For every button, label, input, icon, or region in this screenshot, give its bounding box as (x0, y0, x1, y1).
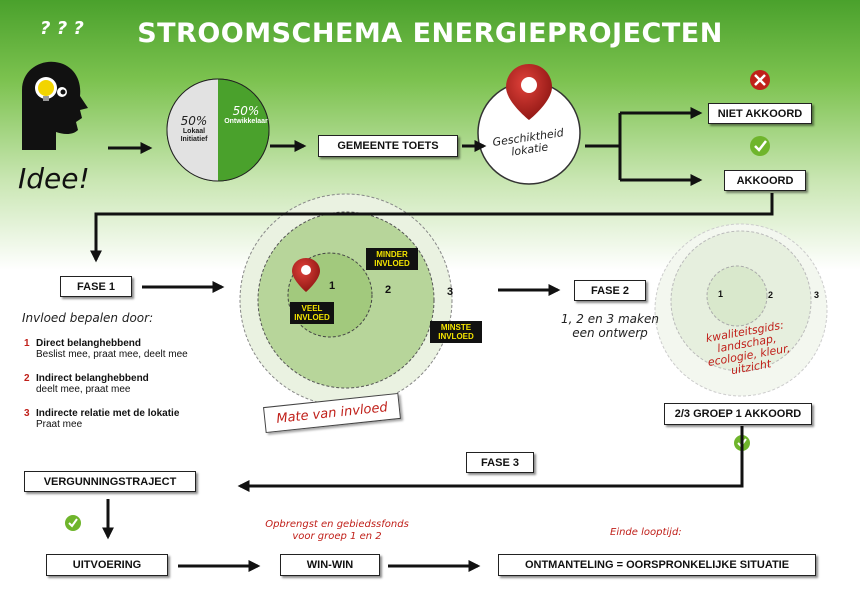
ring2-3-number: 3 (814, 290, 820, 300)
quality-circles (654, 223, 828, 397)
fase1-box: FASE 1 (60, 276, 132, 297)
pie-chart (166, 78, 270, 182)
location-circle (477, 64, 581, 185)
gemeente-toets-box: GEMEENTE TOETS (318, 135, 458, 157)
akkoord-box: AKKOORD (724, 170, 806, 191)
einde-looptijd-note: Einde looptijd: (610, 527, 682, 538)
ontmanteling-box: ONTMANTELING = OORSPRONKELIJKE SITUATIE (498, 554, 816, 576)
niet-akkoord-box: NIET AKKOORD (708, 103, 812, 124)
thinking-head-icon (22, 61, 88, 150)
reject-icon (750, 70, 770, 90)
uitvoering-box: UITVOERING (46, 554, 168, 576)
approve-icon (750, 136, 770, 156)
minste-invloed-tag: MINSTE INVLOED (430, 321, 482, 343)
pie-right-label: 50% Ontwikkelaar (224, 104, 268, 125)
idee-label: Idee! (18, 162, 90, 195)
vergunningstraject-box: VERGUNNINGSTRAJECT (24, 471, 196, 492)
opbrengst-note: Opbrengst en gebiedssfonds voor groep 1 … (265, 519, 409, 542)
question-marks: ? ? ? (40, 18, 84, 39)
ring2-2-number: 2 (768, 290, 774, 300)
ring1-number: 1 (329, 280, 336, 292)
groep-akkoord-box: 2/3 GROEP 1 AKKOORD (664, 403, 812, 425)
ring2-number: 2 (385, 284, 392, 296)
pie-left-label: 50% Lokaal Initiatief (180, 114, 208, 143)
flow-arrows (90, 107, 774, 572)
fase2-box: FASE 2 (574, 280, 646, 301)
invloed-intro: Invloed bepalen door: (22, 311, 154, 325)
ring3-number: 3 (447, 286, 454, 298)
veel-invloed-tag: VEEL INVLOED (290, 302, 334, 324)
approve-icon-vergunning (65, 515, 81, 531)
minder-invloed-tag: MINDER INVLOED (366, 248, 418, 270)
win-win-box: WIN-WIN (280, 554, 380, 576)
page-title: STROOMSCHEMA ENERGIEPROJECTEN (137, 18, 723, 49)
fase3-box: FASE 3 (466, 452, 534, 473)
fase2-note: 1, 2 en 3 maken een ontwerp (561, 312, 659, 340)
ring2-1-number: 1 (718, 289, 724, 299)
influence-circles (239, 193, 453, 407)
